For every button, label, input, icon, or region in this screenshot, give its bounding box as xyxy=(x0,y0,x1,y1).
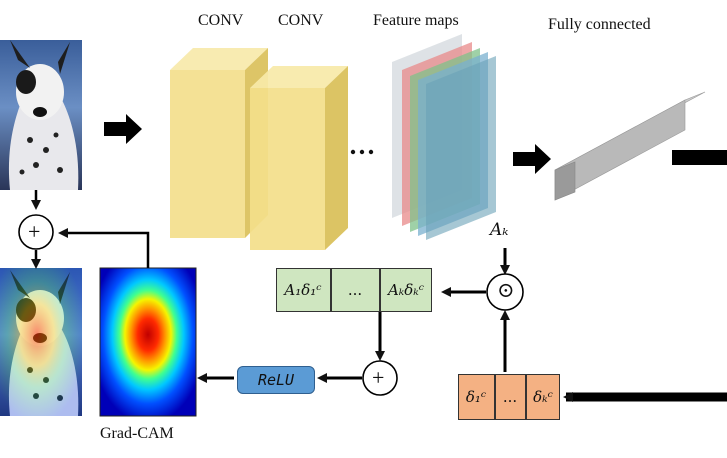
arrow-fc-out xyxy=(672,150,727,165)
plus-symbol-top: + xyxy=(28,219,41,244)
green-cell-ellipsis: ... xyxy=(347,281,363,299)
input-dog-photo xyxy=(0,40,82,190)
label-conv-2: CONV xyxy=(278,12,324,29)
plus-circle-top xyxy=(18,214,54,250)
orange-cell-ellipsis: ... xyxy=(502,388,518,406)
ak-label: Aₖ xyxy=(490,220,509,240)
right-connectors xyxy=(197,248,727,402)
orange-cell-last: δₖᶜ xyxy=(533,388,553,406)
label-fully-connected: Fully connected xyxy=(548,16,651,33)
conv-block-2 xyxy=(250,66,348,250)
weighted-activations-box xyxy=(276,268,432,312)
orange-divider-1 xyxy=(494,374,496,420)
arrow-maps-to-fc xyxy=(513,144,551,174)
label-conv-1: CONV xyxy=(198,12,244,29)
orange-cell-first: δ₁ᶜ xyxy=(465,388,487,406)
overlay-dog-photo xyxy=(0,268,82,416)
ellipsis-dots xyxy=(350,149,374,155)
relu-box: ReLU xyxy=(237,366,315,394)
green-cell-first: A₁δ₁ᶜ xyxy=(284,281,322,299)
label-grad-cam: Grad-CAM xyxy=(100,425,174,442)
plus-symbol-mid: + xyxy=(372,365,385,390)
left-connectors xyxy=(31,190,150,269)
orange-divider-2 xyxy=(525,374,527,420)
green-cell-last: Aₖδₖᶜ xyxy=(387,281,425,299)
gradients-box xyxy=(458,374,560,420)
dot-circle xyxy=(486,273,524,311)
grad-cam-heatmap xyxy=(99,267,197,417)
dot-symbol: ⊙ xyxy=(497,278,515,302)
feature-maps-stack xyxy=(392,34,496,240)
green-divider-1 xyxy=(330,268,332,312)
plus-circle-mid xyxy=(362,360,398,396)
pipeline-arrows xyxy=(104,114,727,174)
green-divider-2 xyxy=(379,268,381,312)
fully-connected-bar xyxy=(554,91,706,201)
arrow-input-to-conv xyxy=(104,114,142,144)
label-feature-maps: Feature maps xyxy=(373,12,459,29)
